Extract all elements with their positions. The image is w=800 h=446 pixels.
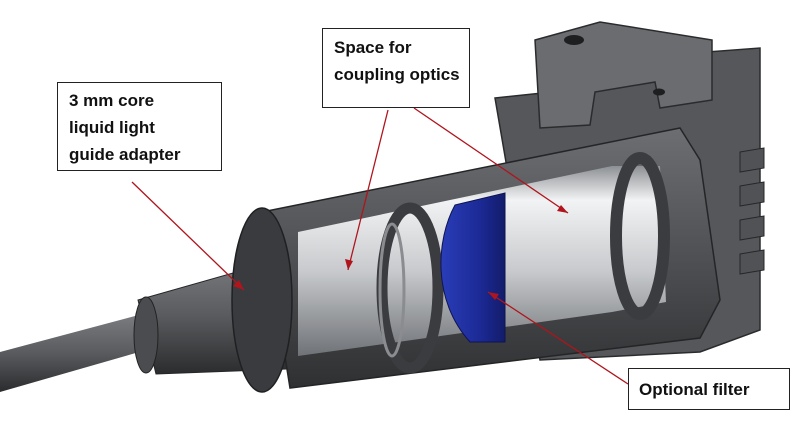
leader-optics-right [413, 107, 569, 214]
callout-coupling-optics: Space for coupling optics [322, 28, 470, 108]
leader-lines [131, 107, 629, 385]
callout-optional-filter: Optional filter [628, 368, 790, 410]
arrowhead-optics-left [345, 259, 353, 270]
arrowhead-optics-right [557, 205, 568, 213]
adapter-end-face [133, 296, 159, 374]
callout-optics-line-2: coupling optics [334, 65, 460, 84]
lens-rings [376, 152, 670, 374]
cooling-fins [739, 147, 765, 275]
callout-adapter-line-1: 3 mm core [69, 91, 155, 110]
callout-adapter-line-3: guide adapter [69, 145, 181, 164]
leader-filter [487, 291, 629, 385]
leader-arrowheads [233, 205, 568, 300]
light-guide-cable [0, 312, 160, 392]
callout-light-guide-adapter: 3 mm core liquid light guide adapter [57, 82, 222, 171]
front-cylinder-rim [231, 207, 293, 393]
callout-filter-line-1: Optional filter [639, 380, 750, 399]
bracket-hole [564, 35, 584, 45]
leader-optics-left [347, 109, 389, 271]
arrowhead-filter [488, 292, 499, 300]
bracket-hole [653, 88, 665, 96]
optional-filter-disc [440, 192, 506, 343]
callout-adapter-line-2: liquid light [69, 118, 155, 137]
leader-adapter [131, 181, 245, 291]
arrowhead-adapter [233, 280, 244, 290]
callout-optics-line-1: Space for [334, 38, 412, 57]
